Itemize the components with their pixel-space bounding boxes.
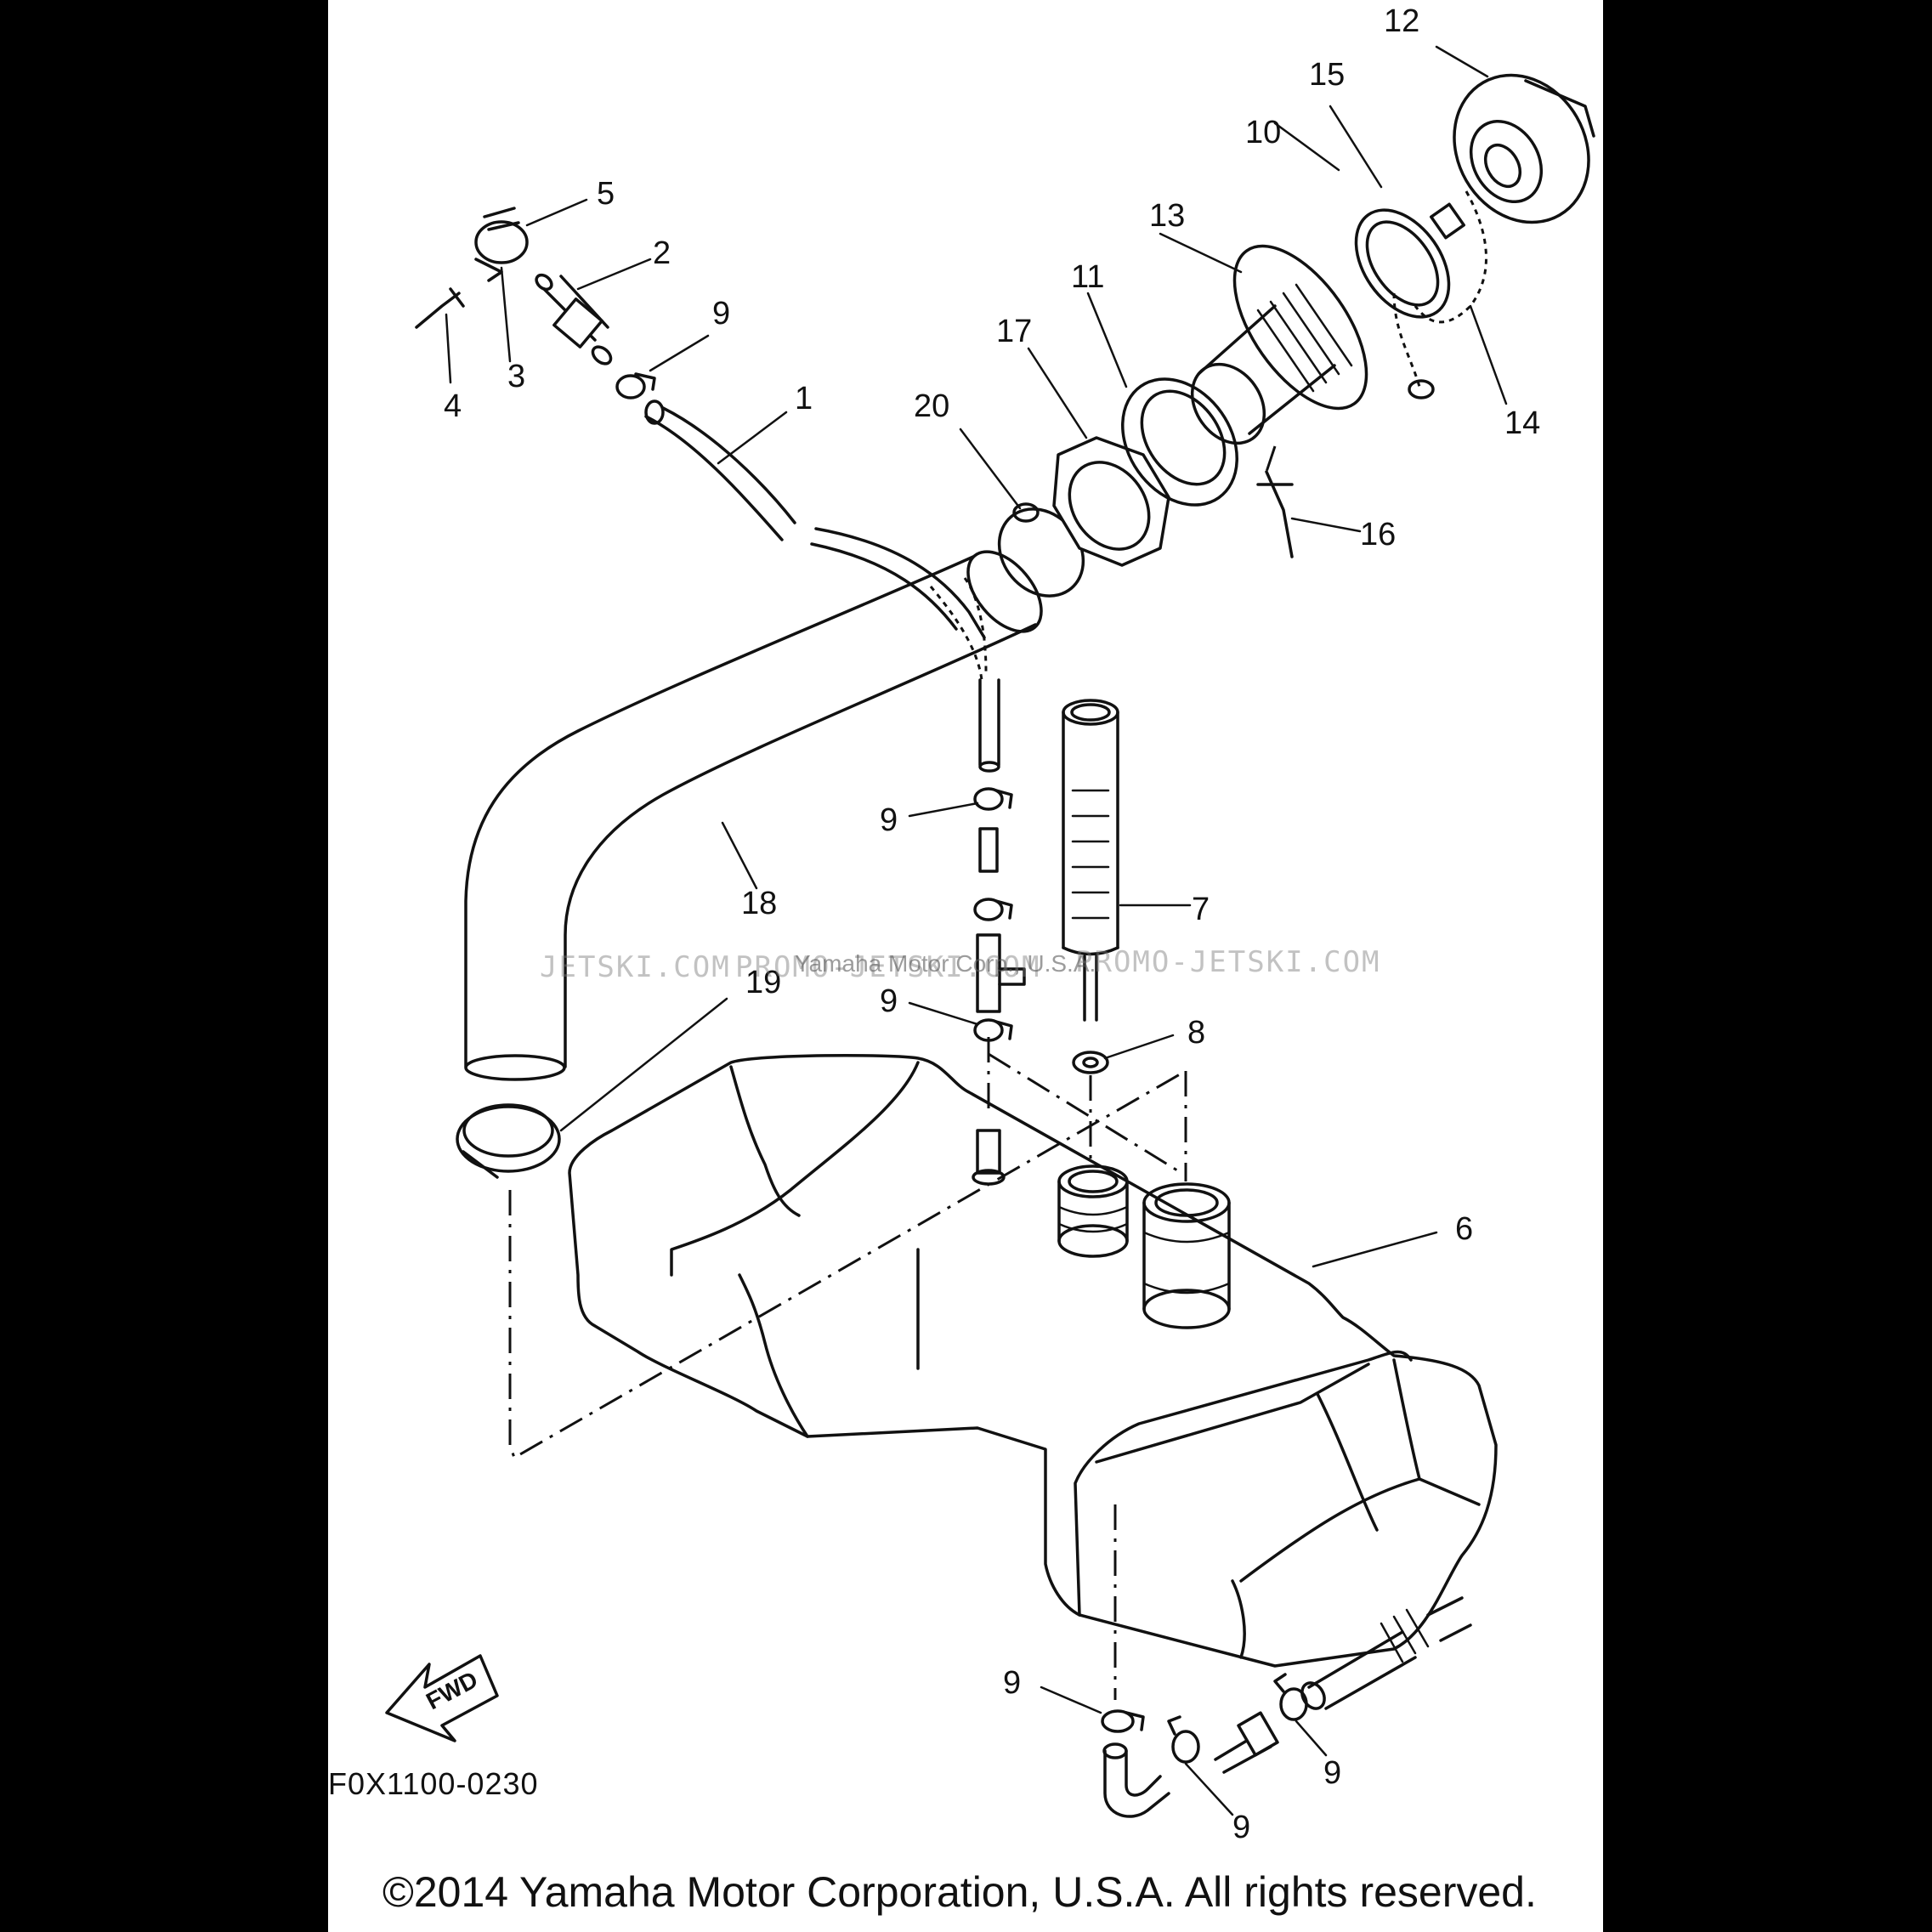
forward-arrow: FWD <box>385 1654 499 1742</box>
part-11-gasket <box>1121 377 1238 507</box>
callout-9-mid: 9 <box>880 983 898 1019</box>
reference-lines <box>508 445 1277 1700</box>
callout-9-bottom: 9 <box>1232 1810 1250 1845</box>
part-16-rivet <box>1256 470 1294 558</box>
callout-2: 2 <box>653 235 671 271</box>
callout-12: 12 <box>1384 3 1419 39</box>
callout-3: 3 <box>507 359 525 394</box>
part-9-clamps-middle <box>973 787 1026 1042</box>
callout-6: 6 <box>1455 1211 1473 1247</box>
part-6-tank-neck-small <box>1057 1164 1129 1258</box>
callout-9-lower-right: 9 <box>1323 1755 1341 1791</box>
copyright-notice: ©2014 Yamaha Motor Corporation, U.S.A. A… <box>382 1868 1537 1916</box>
part-5-clamp <box>474 207 529 264</box>
callout-5: 5 <box>597 176 615 212</box>
callout-15: 15 <box>1309 57 1345 93</box>
part-10-ring <box>1354 208 1451 319</box>
part-9-clamp-top <box>615 372 656 399</box>
part-18-filler-hose <box>464 550 1043 1081</box>
part-13-filler-neck <box>1190 244 1368 445</box>
part-9-clamps-bottom <box>1101 1596 1472 1818</box>
part-2-vent-valve <box>535 273 613 365</box>
callout-17: 17 <box>996 314 1032 349</box>
callout-8: 8 <box>1187 1015 1205 1051</box>
callout-20: 20 <box>914 388 949 424</box>
callout-1: 1 <box>795 381 813 416</box>
watermark-right: PROMO-JETSKI.COM <box>1075 945 1381 979</box>
callout-14: 14 <box>1504 405 1540 441</box>
part-12-filler-cap <box>1453 73 1595 224</box>
part-19-clamp <box>456 1103 561 1179</box>
watermark-middle: PROMO-JETSKI.COM <box>735 950 1041 984</box>
part-6-fuel-tank <box>568 1053 1498 1668</box>
callout-4: 4 <box>444 388 462 424</box>
part-15-screw <box>1429 202 1466 240</box>
part-1-vent-hose <box>644 399 1000 773</box>
part-14-chain <box>1392 190 1487 399</box>
part-6-tank-nipple <box>972 1129 1006 1186</box>
callout-11: 11 <box>1071 259 1104 295</box>
callout-18: 18 <box>741 886 777 921</box>
part-17-nut <box>1052 436 1170 567</box>
callout-labels: 1 2 3 4 5 6 7 8 9 9 9 9 9 9 10 11 12 13 … <box>444 3 1540 1845</box>
callout-19: 19 <box>745 965 781 1000</box>
watermark-owner: Yamaha Motor Corp., U.S.A. <box>795 950 1096 977</box>
watermark-left: JETSKI.COM <box>540 950 731 984</box>
part-8-grommet <box>1072 1051 1109 1074</box>
part-7-strainer <box>1062 699 1119 1022</box>
callout-9-upper: 9 <box>880 802 898 838</box>
callout-13: 13 <box>1149 198 1185 234</box>
leader-lines <box>445 45 1508 1816</box>
part-6-tank-neck-large <box>1142 1182 1231 1329</box>
diagram-code: F0X1100-0230 <box>328 1766 539 1801</box>
callout-9-top: 9 <box>712 296 730 331</box>
diagram-sheet <box>328 0 1603 1932</box>
part-4-rivet <box>415 287 465 329</box>
callout-16: 16 <box>1360 517 1396 552</box>
callout-7: 7 <box>1192 892 1210 927</box>
callout-10: 10 <box>1245 115 1281 150</box>
callout-9-lower-left: 9 <box>1003 1665 1021 1701</box>
